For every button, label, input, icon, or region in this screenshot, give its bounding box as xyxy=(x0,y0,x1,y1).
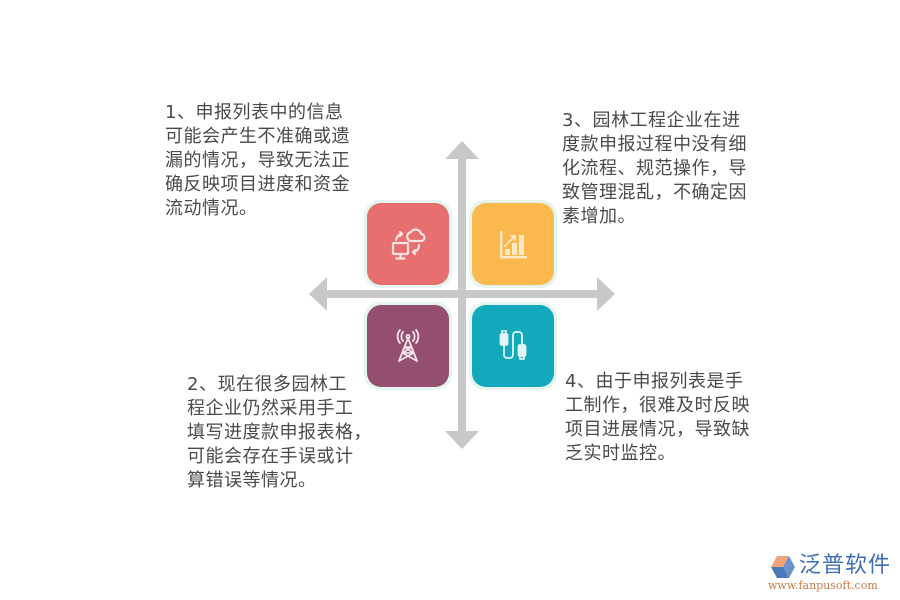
usb-cable-icon xyxy=(499,330,527,360)
text-line: 确反映项目进度和资金 xyxy=(165,174,350,195)
logo-url: www.fanpusoft.com xyxy=(768,579,878,592)
text-line: 可能会产生不准确或遗 xyxy=(165,126,350,147)
arrow-up-icon xyxy=(445,141,479,159)
text-line: 2、现在很多园林工 xyxy=(187,374,347,395)
tile-background xyxy=(367,203,449,285)
tile-background xyxy=(472,203,554,285)
text-line: 项目进展情况，导致缺 xyxy=(565,419,750,440)
quadrant-1-tile xyxy=(364,200,452,288)
text-line: 工制作，很难及时反映 xyxy=(565,395,750,416)
quadrant-3-tile xyxy=(469,200,557,288)
tile-background xyxy=(472,305,554,387)
arrow-left-icon xyxy=(309,277,327,311)
quadrant-3-text: 3、园林工程企业在进 度款申报过程中没有细 化流程、规范操作，导 致管理混乱，不… xyxy=(562,109,747,229)
text-line: 流动情况。 xyxy=(165,198,258,219)
quadrant-4-text: 4、由于申报列表是手 工制作，很难及时反映 项目进展情况，导致缺 乏实时监控。 xyxy=(565,370,750,466)
text-line: 度款申报过程中没有细 xyxy=(562,134,747,155)
text-line: 3、园林工程企业在进 xyxy=(562,110,741,131)
text-line: 化流程、规范操作，导 xyxy=(562,158,747,179)
text-line: 素增加。 xyxy=(562,206,636,227)
quadrant-2-tile xyxy=(364,302,452,390)
quadrant-4-tile xyxy=(469,302,557,390)
signal-tower-icon xyxy=(396,329,420,362)
logo-name: 泛普软件 xyxy=(799,553,892,578)
text-line: 4、由于申报列表是手 xyxy=(565,371,744,392)
bar-chart-growth-icon xyxy=(500,231,527,259)
text-line: 程企业仍然采用手工 xyxy=(187,398,354,419)
text-line: 1、申报列表中的信息 xyxy=(165,102,344,123)
vertical-axis xyxy=(458,158,466,432)
fanpu-logo-icon xyxy=(771,556,795,578)
tile-background xyxy=(367,305,449,387)
quadrant-1-text: 1、申报列表中的信息 可能会产生不准确或遗 漏的情况，导致无法正 确反映项目进度… xyxy=(165,101,350,221)
arrow-right-icon xyxy=(597,277,615,311)
brand-logo: 泛普软件 www.fanpusoft.com xyxy=(768,553,893,595)
text-line: 乏实时监控。 xyxy=(565,443,676,464)
quadrant-2-text: 2、现在很多园林工 程企业仍然采用手工 填写进度款申报表格， 可能会存在手误或计… xyxy=(187,373,372,493)
arrow-down-icon xyxy=(445,431,479,449)
text-line: 漏的情况，导致无法正 xyxy=(165,150,350,171)
text-line: 算错误等情况。 xyxy=(187,470,317,491)
cloud-sync-computer-icon xyxy=(391,228,426,260)
horizontal-axis xyxy=(325,290,600,298)
text-line: 致管理混乱，不确定因 xyxy=(562,182,747,203)
text-line: 可能会存在手误或计 xyxy=(187,446,354,467)
text-line: 填写进度款申报表格， xyxy=(187,422,372,443)
